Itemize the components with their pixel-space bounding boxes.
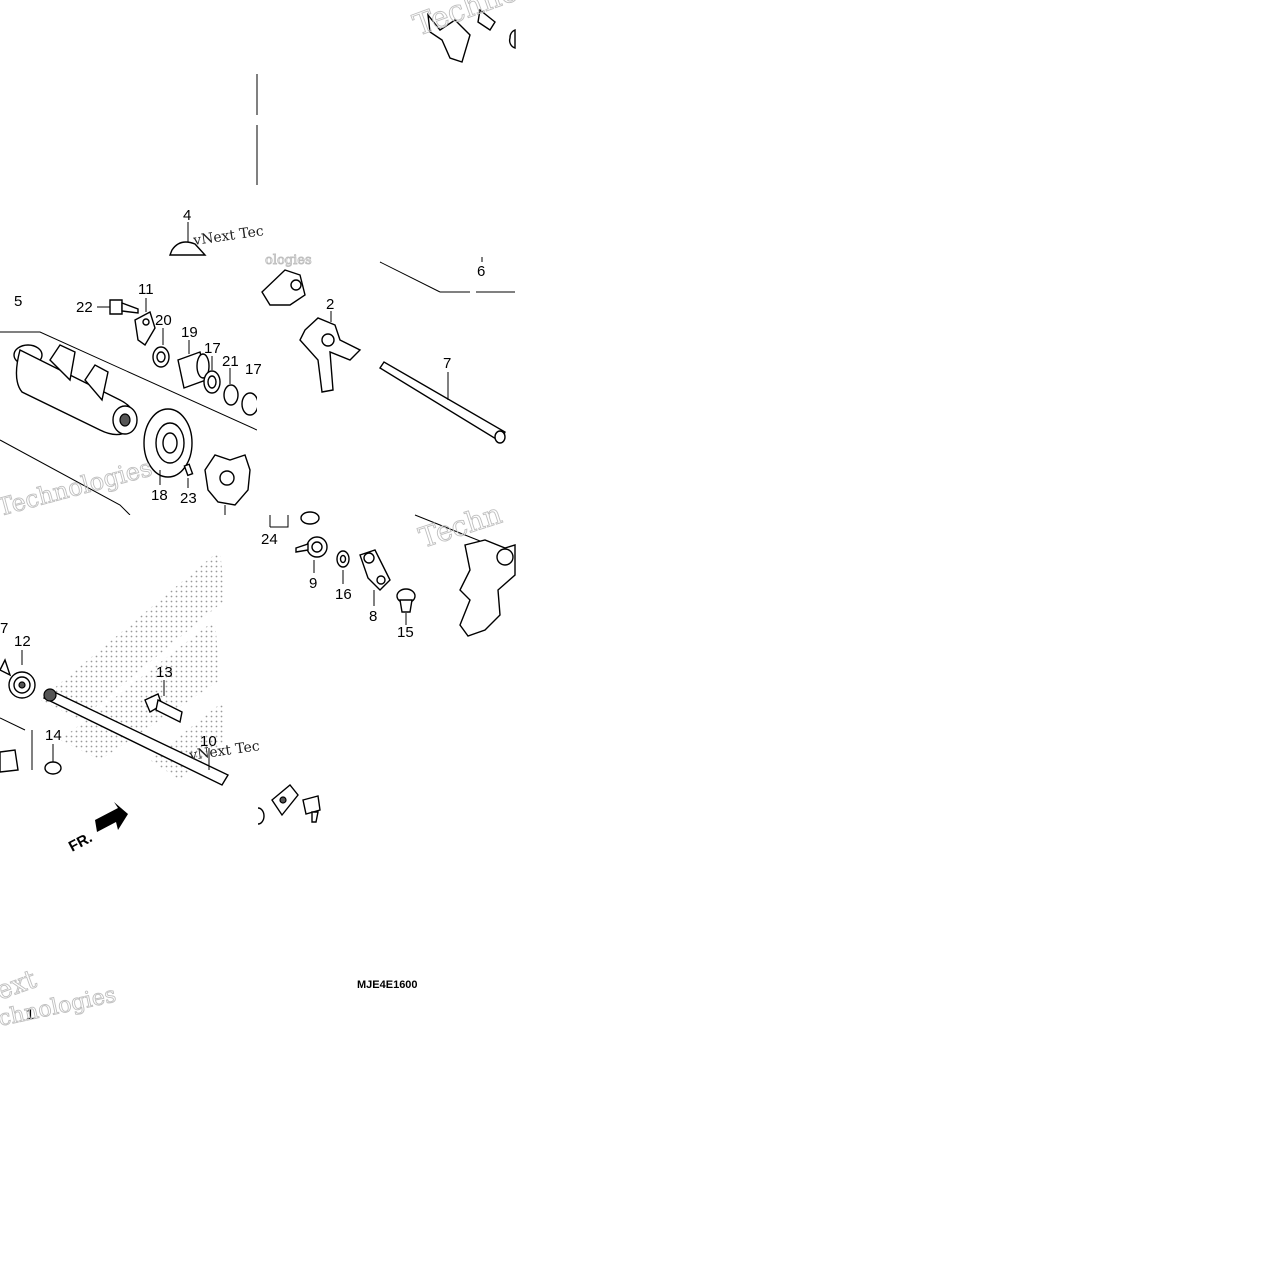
callout-23: 23 (180, 490, 197, 507)
callout-11: 11 (138, 281, 154, 298)
part-11-plate (134, 298, 156, 347)
callout-21: 21 (222, 353, 239, 370)
callout-4: 4 (183, 207, 191, 224)
part-10-gearshift-spindle (42, 688, 229, 786)
callout-13: 13 (156, 664, 173, 681)
part-20-ring (152, 328, 170, 368)
part-6-leader (379, 257, 515, 293)
part-22-bolt (97, 299, 139, 315)
shift-fork-top (427, 8, 516, 63)
diagram-code: MJE4E1600 (357, 979, 418, 991)
part-15-bolt (396, 588, 416, 625)
part-18-ball-bearing (143, 408, 193, 485)
callout-1: 1 (26, 1006, 34, 1023)
bottom-left-bolt (0, 717, 33, 773)
part-2-shift-fork (299, 311, 362, 393)
shift-drum-assembly (0, 331, 257, 515)
callout-2: 2 (326, 296, 334, 313)
callout-20: 20 (155, 312, 172, 329)
part-24-leader (269, 515, 289, 528)
shift-fork-small (261, 269, 306, 306)
part-13-stud-bolt (144, 680, 183, 724)
callout-labels: 4 5 22 11 20 19 17 21 17 18 23 6 2 7 24 … (0, 207, 485, 1023)
front-marker-label: FR. (66, 829, 95, 855)
watermark-text: Techno vNext Tec ologies Technologies Te… (0, 0, 524, 1032)
part-14-nut (44, 744, 62, 775)
callout-8: 8 (369, 608, 377, 625)
part-4-bolt (168, 222, 207, 256)
callout-7-partial: 7 (0, 620, 8, 637)
part-23-dowel-pin (183, 463, 194, 488)
watermark-top-left-a: vNext Tec (191, 223, 264, 249)
callout-14: 14 (45, 727, 62, 744)
callout-17b: 17 (245, 361, 262, 378)
front-direction-arrow: FR. (66, 802, 128, 856)
shift-drum-star-cam (204, 454, 251, 515)
part-21-circlip (223, 368, 239, 406)
dotted-logo-background (40, 550, 225, 780)
callout-22: 22 (76, 299, 93, 316)
callout-19: 19 (181, 324, 198, 341)
callout-24: 24 (261, 531, 278, 548)
callout-12: 12 (14, 633, 31, 650)
watermark-top-left-b: ologies (265, 253, 312, 268)
part-12-return-spring (0, 650, 36, 699)
part-17-washer (203, 356, 221, 394)
callout-5: 5 (14, 293, 22, 310)
callout-7: 7 (443, 355, 451, 372)
cover-plate-right (414, 514, 516, 637)
part-7-shift-fork-shaft (379, 361, 506, 444)
callout-18: 18 (151, 487, 168, 504)
part-9-spring (295, 511, 328, 573)
callout-16: 16 (335, 586, 352, 603)
part-17-washer-second (241, 392, 257, 416)
bottom-bracket-and-bolt (257, 784, 321, 825)
part-16-washer (336, 550, 350, 584)
callout-6: 6 (477, 263, 485, 280)
callout-17a: 17 (204, 340, 221, 357)
callout-15: 15 (397, 624, 414, 641)
callout-10: 10 (200, 733, 217, 750)
part-8-stopper-arm (359, 549, 391, 606)
watermark-left-mid: Technologies (0, 454, 155, 522)
callout-9: 9 (309, 575, 317, 592)
